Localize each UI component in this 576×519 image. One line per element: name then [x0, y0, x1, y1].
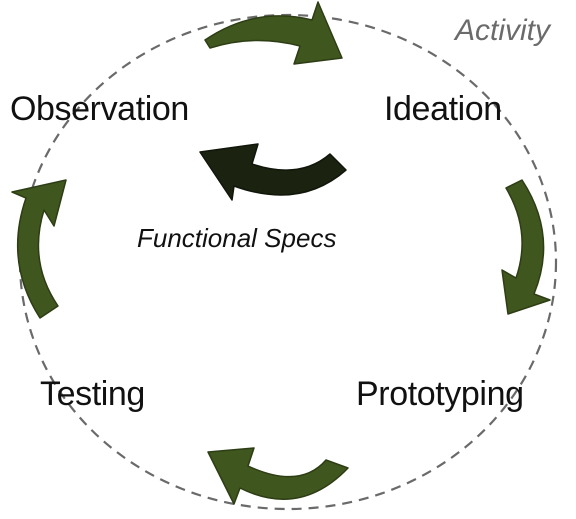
activity-label: Activity [453, 14, 552, 47]
cycle-arrow-testing-to-observation [11, 179, 67, 319]
cycle-arrow-observation-to-ideation [204, 1, 343, 65]
cycle-arrow-prototyping-to-testing [207, 447, 349, 505]
center-arrow-functional-specs [199, 143, 347, 201]
functional-specs-label: Functional Specs [137, 223, 336, 253]
stage-testing-label: Testing [40, 375, 145, 413]
stage-observation-label: Observation [10, 90, 189, 128]
stage-ideation-label: Ideation [384, 90, 502, 128]
stage-prototyping-label: Prototyping [356, 375, 524, 413]
cycle-arrow-ideation-to-prototyping [501, 179, 551, 315]
